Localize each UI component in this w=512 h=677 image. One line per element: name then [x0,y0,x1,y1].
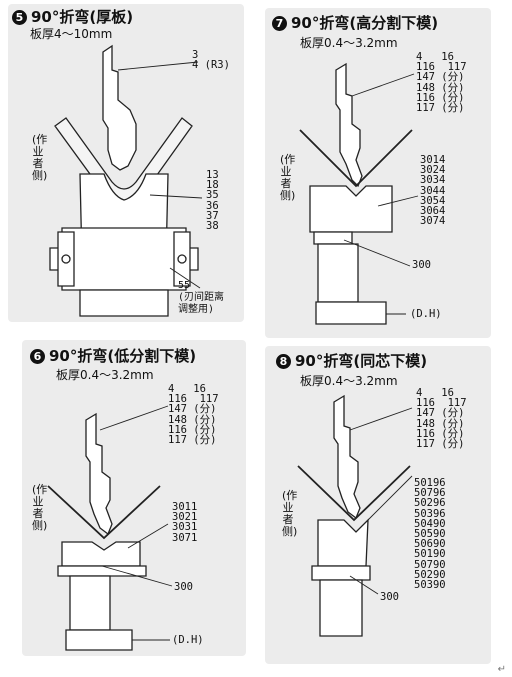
p7-lower-die [309,185,393,233]
p6-upper-punch [85,412,113,536]
p6-operator-side: (作业者侧) [32,483,48,532]
panel-high-split-die [265,8,491,338]
p5-drawing [49,44,203,317]
p7-die-holder [313,231,353,245]
p6-leader-die [127,523,169,549]
p7-sheet [299,129,413,188]
p7-leader-holder [343,239,411,267]
p8-sheet [297,465,411,522]
p7-holder-code: 300 [412,259,431,271]
p5-title: 5 90°折弯(厚板) [12,6,133,27]
p5-bolt-right [177,254,187,264]
p7-leader-top [351,73,415,97]
p6-column [69,575,111,631]
p8-die-holder [311,565,371,581]
p6-thickness: 板厚0.4～3.2mm [56,368,154,382]
p6-die-codes: 3011 3021 3031 3071 [172,501,198,544]
p6-holder-code: 300 [174,581,193,593]
p5-bolt-left [61,254,71,264]
p8-leader-top [349,407,413,431]
panel-low-split-die [22,340,246,656]
footer-mark: ↵ [497,664,506,675]
p5-bottom-label: 55 (刃间距离 调整用) [178,280,225,315]
p5-die-codes: 13 18 35 36 37 38 [206,169,219,233]
p7-operator-side: (作业者侧) [280,153,296,202]
p5-operator-side: (作业者侧) [32,133,48,182]
p7-base [315,301,387,325]
p6-drawing [47,405,173,651]
p8-title: 8 90°折弯(同芯下模) [276,350,427,371]
p7-leader-die [377,195,419,207]
p6-leader-holder [101,565,173,587]
p8-leader-die [367,475,413,521]
p5-upper-punch [102,44,137,171]
p8-operator-side: (作业者侧) [282,489,298,538]
p7-drawing [299,62,419,325]
p7-dh-label: (D.H) [410,308,442,320]
p5-top-codes: 3 4 (R3) [192,49,230,72]
p7-title-text: 90°折弯(高分割下模) [291,14,439,32]
p5-title-text: 90°折弯(厚板) [31,8,134,26]
p8-thickness: 板厚0.4～3.2mm [300,374,398,388]
p8-lower-die [317,518,369,567]
p7-top-codes: 4 16 116 117 147 (分) 148 (分) 116 (分) 117… [416,51,467,115]
p7-upper-punch [335,62,363,188]
p6-base [65,629,133,651]
p6-title: 6 90°折弯(低分割下模) [30,345,196,366]
p6-leader-top [99,405,169,431]
p8-top-codes: 4 16 116 117 147 (分) 148 (分) 116 (分) 117… [416,387,467,451]
p6-title-text: 90°折弯(低分割下模) [49,347,197,365]
p5-thickness: 板厚4～10mm [30,27,113,41]
p5-base [79,289,169,317]
p6-number-badge: 6 [30,349,45,364]
p7-title: 7 90°折弯(高分割下模) [272,12,438,33]
p5-leader-die [149,194,203,199]
p8-die-codes: 50196 50796 50296 50396 50490 50590 5069… [414,477,446,592]
p7-thickness: 板厚0.4～3.2mm [300,36,398,50]
p8-number-badge: 8 [276,354,291,369]
p8-column [319,579,363,637]
p5-leader-bottom [169,267,201,289]
p6-lower-die [61,541,141,567]
p6-top-codes: 4 16 116 117 147 (分) 148 (分) 116 (分) 117… [168,383,219,447]
p6-sheet [47,485,161,540]
p8-upper-punch [333,394,361,520]
p8-leader-holder [349,575,379,595]
panel-concentric-die [265,346,491,664]
p5-die-holder [61,227,187,291]
p5-number-badge: 5 [12,10,27,25]
p8-drawing [297,394,413,637]
p7-die-codes: 3014 3024 3034 3044 3054 3064 3074 [420,154,446,228]
p6-die-holder [57,565,147,577]
p6-dh-label: (D.H) [172,634,204,646]
p7-number-badge: 7 [272,16,287,31]
p5-leader-top [117,61,199,71]
p8-holder-code: 300 [380,591,399,603]
p7-column [317,243,359,303]
p8-title-text: 90°折弯(同芯下模) [295,352,428,370]
